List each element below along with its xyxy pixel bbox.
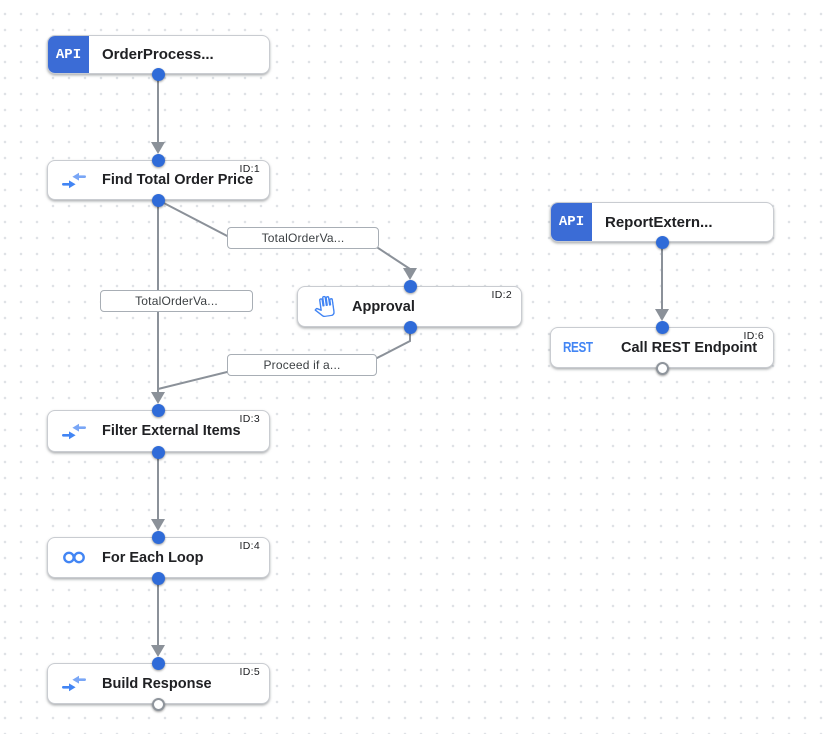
connection-port-dot[interactable] (655, 235, 669, 249)
node-title: Build Response (102, 675, 212, 692)
data-mapping-icon (60, 423, 88, 440)
connection-port-open[interactable] (151, 697, 165, 711)
node-approval[interactable]: Approval ID:2 (297, 286, 522, 327)
connection-port-dot[interactable] (151, 67, 165, 81)
for-each-loop-icon (60, 550, 88, 565)
node-title: Filter External Items (102, 423, 241, 439)
connection-port-dot[interactable] (151, 403, 165, 417)
node-build-response[interactable]: Build Response ID:5 (47, 663, 270, 704)
data-mapping-icon (60, 675, 88, 692)
data-mapping-icon (60, 172, 88, 189)
api-badge-icon: API (551, 203, 592, 241)
connection-port-open[interactable] (655, 361, 669, 375)
edge-label-total-order-to-filter[interactable]: TotalOrderVa... (100, 290, 253, 312)
grid-dots-background (0, 12, 833, 734)
connection-port-dot[interactable] (655, 320, 669, 334)
node-title: OrderProcess... (102, 46, 214, 63)
approval-hand-icon (310, 295, 338, 318)
node-title: ReportExtern... (605, 213, 713, 231)
connection-port-dot[interactable] (151, 153, 165, 167)
edge-label-text: TotalOrderVa... (135, 294, 218, 308)
node-title: Approval (352, 298, 415, 315)
node-title: Find Total Order Price (102, 172, 254, 188)
node-title: For Each Loop (102, 549, 204, 566)
edge-label-text: TotalOrderVa... (261, 231, 345, 245)
connection-port-dot[interactable] (151, 445, 165, 459)
connection-port-dot[interactable] (151, 571, 165, 585)
node-id-badge: ID:6 (743, 330, 764, 342)
node-id-badge: ID:2 (491, 289, 512, 301)
node-id-badge: ID:4 (239, 540, 260, 552)
node-id-badge: ID:5 (239, 666, 260, 678)
connection-port-dot[interactable] (403, 320, 417, 334)
node-id-badge: ID:1 (239, 163, 260, 175)
node-id-badge: ID:3 (239, 413, 260, 425)
node-title: Call REST Endpoint (621, 339, 758, 356)
api-badge-icon: API (48, 36, 89, 73)
edge-label-total-order-to-approval[interactable]: TotalOrderVa... (227, 227, 379, 249)
rest-badge-icon: REST (563, 339, 593, 356)
edge-label-text: Proceed if a... (263, 358, 341, 372)
connection-port-dot[interactable] (151, 656, 165, 670)
node-trigger-report-external[interactable]: API ReportExtern... (550, 202, 774, 242)
connection-port-dot[interactable] (403, 279, 417, 293)
edge-label-proceed-if[interactable]: Proceed if a... (227, 354, 377, 376)
edge-approval-to-filter[interactable] (157, 327, 411, 390)
connection-port-dot[interactable] (151, 193, 165, 207)
connection-port-dot[interactable] (151, 530, 165, 544)
